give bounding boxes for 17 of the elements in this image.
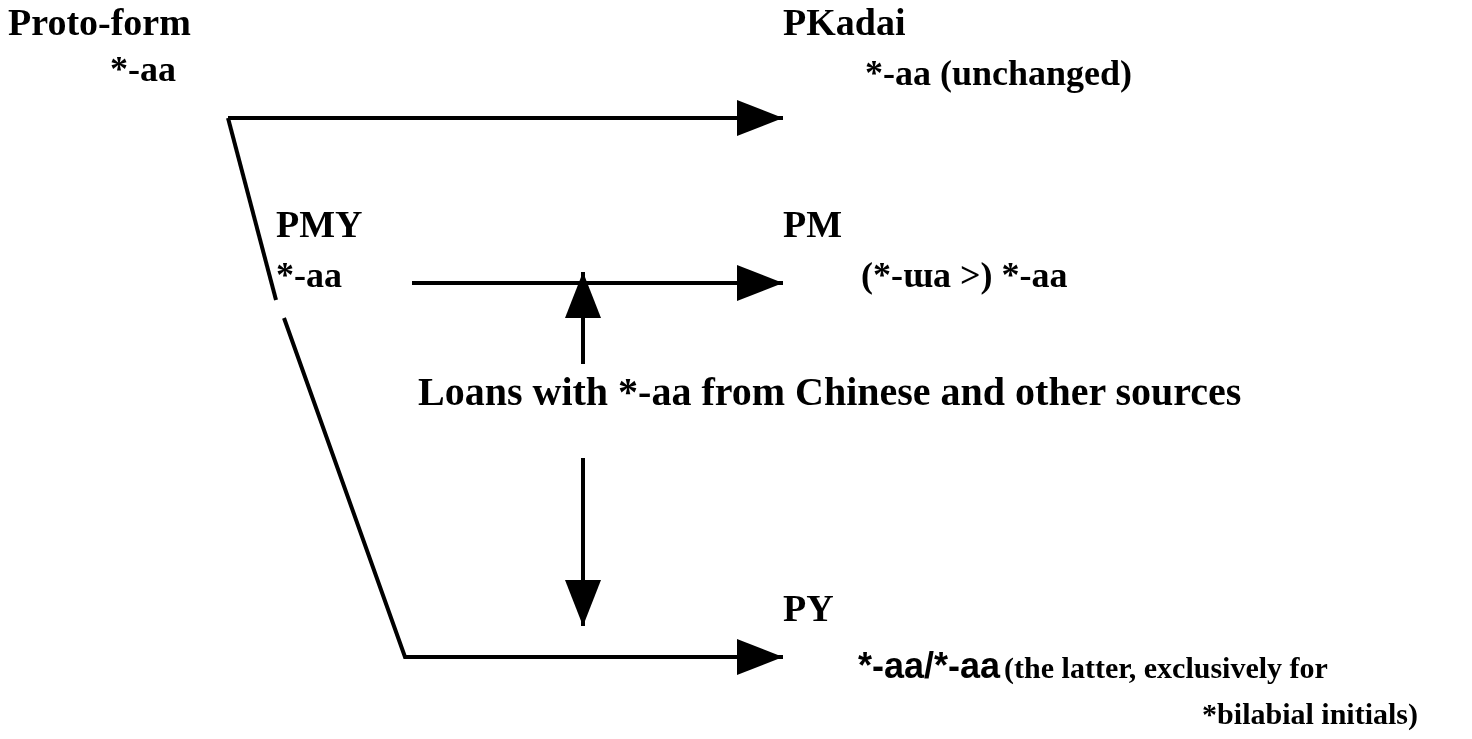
arrow	[228, 100, 783, 136]
arrow	[565, 458, 601, 626]
node-heading: PMY	[276, 202, 363, 247]
node-heading: PM	[783, 202, 843, 247]
arrow	[412, 265, 783, 301]
arrow	[565, 272, 601, 364]
arrow	[282, 317, 783, 675]
node-form: *-aa	[276, 253, 342, 297]
node-note: (the latter, exclusively for *bilabial initials)	[1004, 650, 1418, 730]
node-form: *-aa/*-aa	[858, 644, 1001, 686]
node-heading: PKadai	[783, 0, 906, 45]
node-form: *-aa	[110, 47, 176, 91]
node-heading: Proto-form	[8, 0, 191, 45]
node-form: *-aa (unchanged)	[865, 51, 1133, 95]
node-form: (*-ɯa >) *-aa	[861, 253, 1068, 297]
node-heading: PY	[783, 586, 834, 631]
node-text: Loans with *-aa from Chinese and other sources	[418, 368, 1242, 416]
